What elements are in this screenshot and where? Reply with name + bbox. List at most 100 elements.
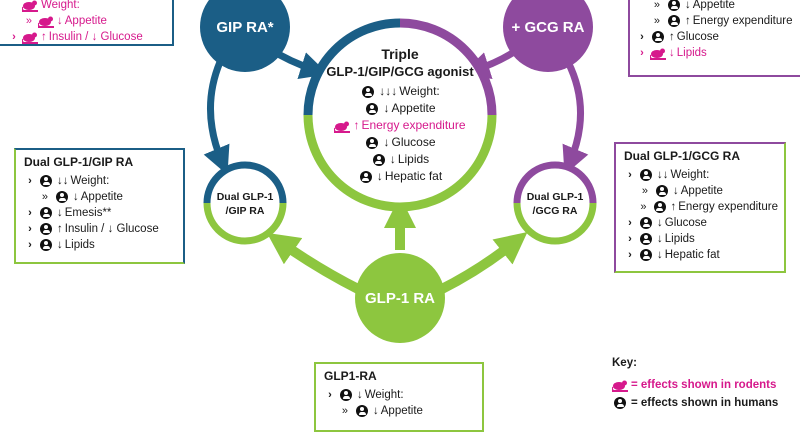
rodent-icon xyxy=(22,0,38,13)
human-icon xyxy=(666,13,682,29)
list-item: » ↓Appetite xyxy=(622,183,778,199)
effect-arrow: ↓ xyxy=(73,191,79,203)
effect-arrow: ↑ xyxy=(41,31,47,43)
dual-gip-label-line1: Dual GLP-1 xyxy=(217,191,274,203)
list-item: »↑Energy expenditure xyxy=(622,199,778,215)
list-item: › ↓Glucose xyxy=(622,215,778,231)
effect-arrow: ↓ xyxy=(57,15,63,27)
effect-arrow: ↑ xyxy=(353,118,360,132)
bullet-marker: » xyxy=(25,15,32,27)
bullet-marker: » xyxy=(653,15,660,27)
list-item: ›↓Lipids xyxy=(634,45,794,61)
list-item: » ↓Appetite xyxy=(6,13,166,29)
key-rodent-row: = effects shown in rodents xyxy=(612,376,778,394)
dual-gcg-ring-green xyxy=(513,202,597,245)
effect-arrow: ↓ xyxy=(383,135,390,149)
human-icon xyxy=(338,387,354,403)
human-icon xyxy=(612,395,628,411)
human-icon xyxy=(38,173,54,189)
list-item: »↓Appetite xyxy=(322,403,476,419)
effect-text: Emesis** xyxy=(64,207,112,219)
list-item: ›↓↓Weight: xyxy=(622,167,778,183)
bullet-marker: » xyxy=(41,191,48,203)
bullet-marker: › xyxy=(640,31,644,43)
effect-text: Glucose xyxy=(664,217,707,229)
list-item: ›↓Hepatic fat xyxy=(622,247,778,263)
gip-ra-circle xyxy=(200,0,290,72)
dual-gip-box-title: Dual GLP-1/GIP RA xyxy=(24,155,134,169)
list-item: ↓Appetite xyxy=(318,100,482,117)
effect-text: Energy expenditure xyxy=(678,201,778,213)
effect-arrow: ↑ xyxy=(57,223,63,235)
human-icon xyxy=(38,221,54,237)
human-icon xyxy=(666,0,682,13)
glp1-box-title: GLP1-RA xyxy=(324,369,377,383)
list-item: ↓Glucose xyxy=(318,134,482,151)
bullet-marker: › xyxy=(640,47,644,59)
effect-text: Lipids xyxy=(64,239,95,251)
dual-gcg-effects-list: ›↓↓Weight:»↓Appetite»↑Energy expenditure… xyxy=(616,167,784,263)
effect-text: Hepatic fat xyxy=(664,249,720,261)
gcg-ra-label: + GCG RA xyxy=(512,19,585,36)
effect-arrow: ↓ xyxy=(657,233,663,245)
list-item: Weight: xyxy=(6,0,166,13)
dual-gip-ring-blue xyxy=(203,161,287,204)
bullet-marker: » xyxy=(653,0,660,11)
effect-text: Weight: xyxy=(399,84,440,98)
triple-title-line2: GLP-1/GIP/GCG agonist xyxy=(326,64,474,79)
human-icon xyxy=(38,237,54,253)
dual-gip-effects-box: Dual GLP-1/GIP RA ›↓↓Weight:»↓Appetite›↓… xyxy=(14,148,185,264)
human-icon xyxy=(638,167,654,183)
gip-effects-box: Weight:»↓Appetite›↑Insulin / ↓ Glucose xyxy=(0,0,174,46)
glp1-ra-label: GLP-1 RA xyxy=(365,290,435,307)
list-item: ›↓Lipids xyxy=(22,237,177,253)
effect-arrow: ↓ xyxy=(389,152,396,166)
bullet-marker: › xyxy=(628,233,632,245)
effect-text: Appetite xyxy=(680,185,723,197)
rodent-icon xyxy=(612,377,628,393)
human-icon xyxy=(38,205,54,221)
list-item: › ↑Insulin / ↓ Glucose xyxy=(22,221,177,237)
effect-arrow: ↑ xyxy=(670,201,677,213)
effect-text: Weight: xyxy=(364,389,404,401)
human-icon xyxy=(638,215,654,231)
bullet-marker: › xyxy=(28,207,32,219)
triple-ring-purple xyxy=(399,18,497,116)
effect-text: Hepatic fat xyxy=(384,169,443,183)
key-rodent-text: = effects shown in rodents xyxy=(631,379,777,391)
effect-text: Appetite xyxy=(380,405,423,417)
bullet-marker: › xyxy=(628,217,632,229)
gip-effects-list: Weight:»↓Appetite›↑Insulin / ↓ Glucose xyxy=(0,0,172,45)
glp1-effects-list: ›↓Weight:»↓Appetite xyxy=(316,387,482,419)
effect-text: Energy expenditure xyxy=(692,15,793,27)
effect-text: Appetite xyxy=(391,101,436,115)
effect-text: Energy expenditure xyxy=(361,118,466,132)
rodent-icon xyxy=(334,118,351,134)
triple-content: Triple GLP-1/GIP/GCG agonist ↓↓↓Weight:↓… xyxy=(318,45,482,185)
dual-gcg-label-line2: /GCG RA xyxy=(533,205,578,217)
bullet-marker: › xyxy=(628,169,632,181)
effect-text: Appetite xyxy=(64,15,107,27)
human-icon xyxy=(54,189,70,205)
effect-arrow: ↑ xyxy=(685,15,691,27)
effect-arrow: ↓↓ xyxy=(57,175,69,187)
gip-ra-label: GIP RA* xyxy=(216,19,273,36)
bullet-marker: › xyxy=(628,249,632,261)
dual-gcg-box-title: Dual GLP-1/GCG RA xyxy=(624,149,741,163)
list-item: ↓Hepatic fat xyxy=(318,168,482,185)
list-item: »↓Appetite xyxy=(634,0,794,13)
arrow-glp1-to-dual-gcg xyxy=(437,232,528,295)
dual-gip-ring-bg xyxy=(207,165,283,241)
arrow-gip-to-dual-gip xyxy=(203,60,230,175)
effect-text: Insulin / ↓ Glucose xyxy=(64,223,159,235)
bullet-marker: » xyxy=(641,185,648,197)
list-item: ↑Energy expenditure xyxy=(318,117,482,134)
bullet-marker: › xyxy=(28,223,32,235)
arrow-gcg-to-dual-gcg xyxy=(562,60,589,175)
effect-arrow: ↓ xyxy=(657,217,663,229)
effect-arrow: ↓ xyxy=(673,185,679,197)
list-item: »↓Appetite xyxy=(22,189,177,205)
human-icon xyxy=(654,183,670,199)
dual-gip-label-line2: /GIP RA xyxy=(226,205,265,217)
